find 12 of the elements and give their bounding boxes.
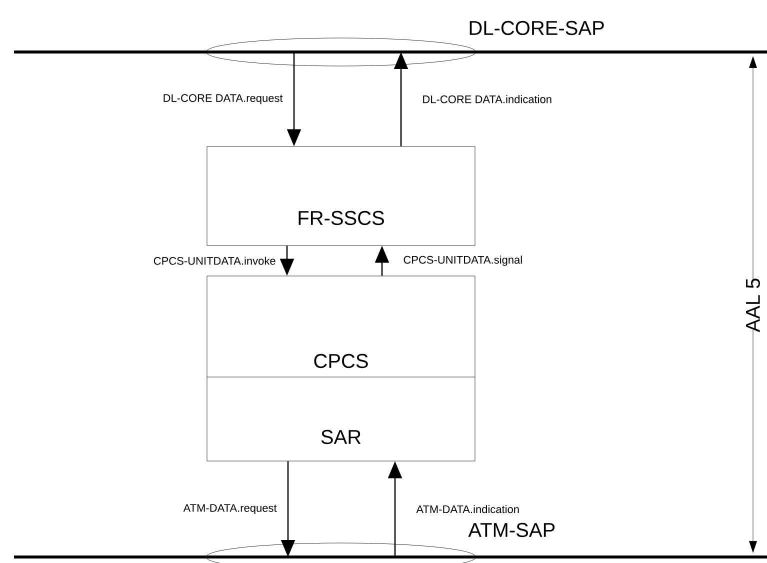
sap-label: ATM-SAP <box>468 522 555 538</box>
edge-label: DL-CORE DATA.request <box>164 94 283 104</box>
edge-label: ATM-DATA.indication <box>416 505 519 514</box>
sap-ellipse <box>206 38 476 66</box>
edge-label: CPCS-UNITDATA.invoke <box>154 256 276 265</box>
edge-label: DL-CORE DATA.indication <box>423 95 552 104</box>
layer-box: FR-SSCS <box>206 146 476 246</box>
sap-label: DL-CORE-SAP <box>470 20 604 36</box>
edge-label: ATM-DATA.request <box>183 504 277 514</box>
edge-label: CPCS-UNITDATA.signal <box>404 256 522 266</box>
dimension-label: AAL 5 <box>746 278 760 332</box>
layer-box: CPCS SAR <box>206 276 476 462</box>
